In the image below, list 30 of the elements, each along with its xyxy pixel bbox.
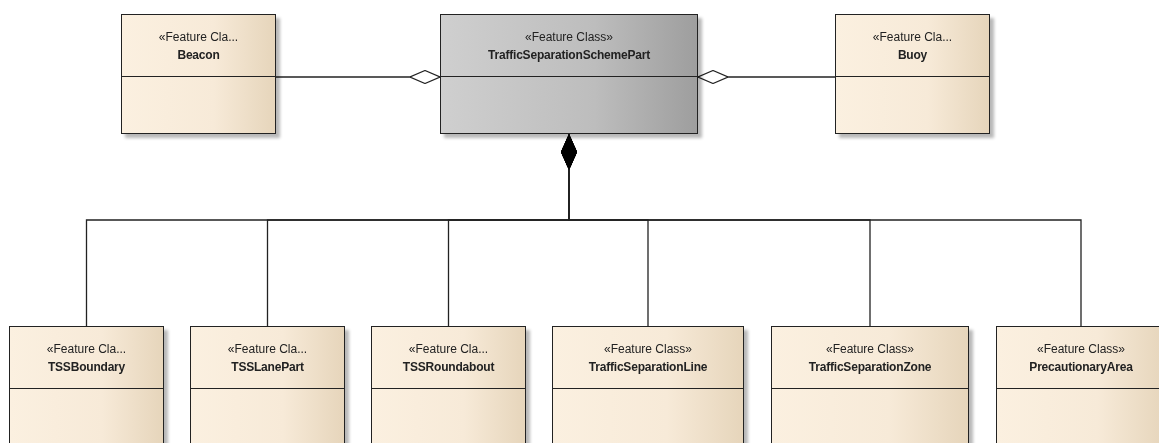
class-box	[771, 326, 969, 443]
composition-line	[561, 133, 1082, 327]
class-name: Beacon	[177, 47, 220, 62]
stereotype-label: «Feature Cla...	[227, 341, 308, 356]
stereotype-label: «Feature Cla...	[872, 29, 953, 44]
class-box	[552, 326, 744, 443]
class-name: TrafficSeparationLine	[588, 359, 708, 374]
class-name: TrafficSeparationSchemePart	[488, 47, 650, 62]
class-name: PrecautionaryArea	[1029, 359, 1133, 374]
stereotype-label: «Feature Class»	[1036, 341, 1125, 356]
class-name: Buoy	[897, 47, 928, 62]
stereotype-label: «Feature Class»	[603, 341, 692, 356]
class-box	[121, 14, 276, 134]
class-box	[440, 14, 698, 134]
class-name: TSSBoundary	[47, 359, 126, 374]
composition-line	[697, 69, 836, 85]
class-box	[835, 14, 990, 134]
stereotype-label: «Feature Cla...	[46, 341, 127, 356]
class-name: TSSRoundabout	[402, 359, 495, 374]
class-box	[190, 326, 345, 443]
stereotype-label: «Feature Class»	[825, 341, 914, 356]
class-box	[996, 326, 1159, 443]
stereotype-label: «Feature Cla...	[408, 341, 489, 356]
composition-line	[275, 69, 441, 85]
stereotype-label: «Feature Class»	[524, 29, 613, 44]
class-name: TrafficSeparationZone	[808, 359, 932, 374]
class-box	[371, 326, 526, 443]
class-name: TSSLanePart	[231, 359, 304, 374]
class-box	[9, 326, 164, 443]
stereotype-label: «Feature Cla...	[158, 29, 239, 44]
